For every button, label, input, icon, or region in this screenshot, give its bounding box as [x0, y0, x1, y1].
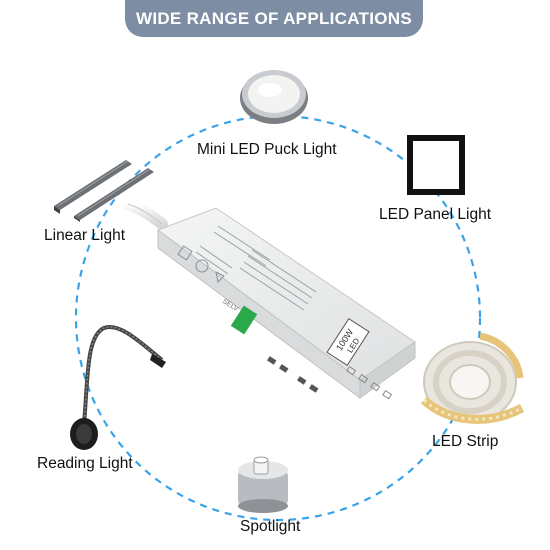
led-strip-icon	[420, 332, 524, 424]
app-label-linear-light: Linear Light	[44, 227, 126, 244]
puck-light-icon	[240, 70, 308, 124]
spotlight-icon	[238, 456, 288, 513]
linear-light-icon	[54, 160, 154, 222]
banner-title: WIDE RANGE OF APPLICATIONS	[125, 0, 423, 37]
app-label-led-strip: LED Strip	[432, 433, 499, 450]
app-label-spotlight: Spotlight	[240, 518, 301, 535]
led-driver-image: 100W LED SELV	[122, 198, 416, 400]
app-label-panel-light: LED Panel Light	[379, 206, 492, 223]
reading-light-icon	[70, 325, 166, 450]
app-label-reading-light: Reading Light	[37, 455, 133, 472]
panel-light-icon	[407, 135, 465, 195]
app-label-puck-light: Mini LED Puck Light	[197, 141, 337, 158]
